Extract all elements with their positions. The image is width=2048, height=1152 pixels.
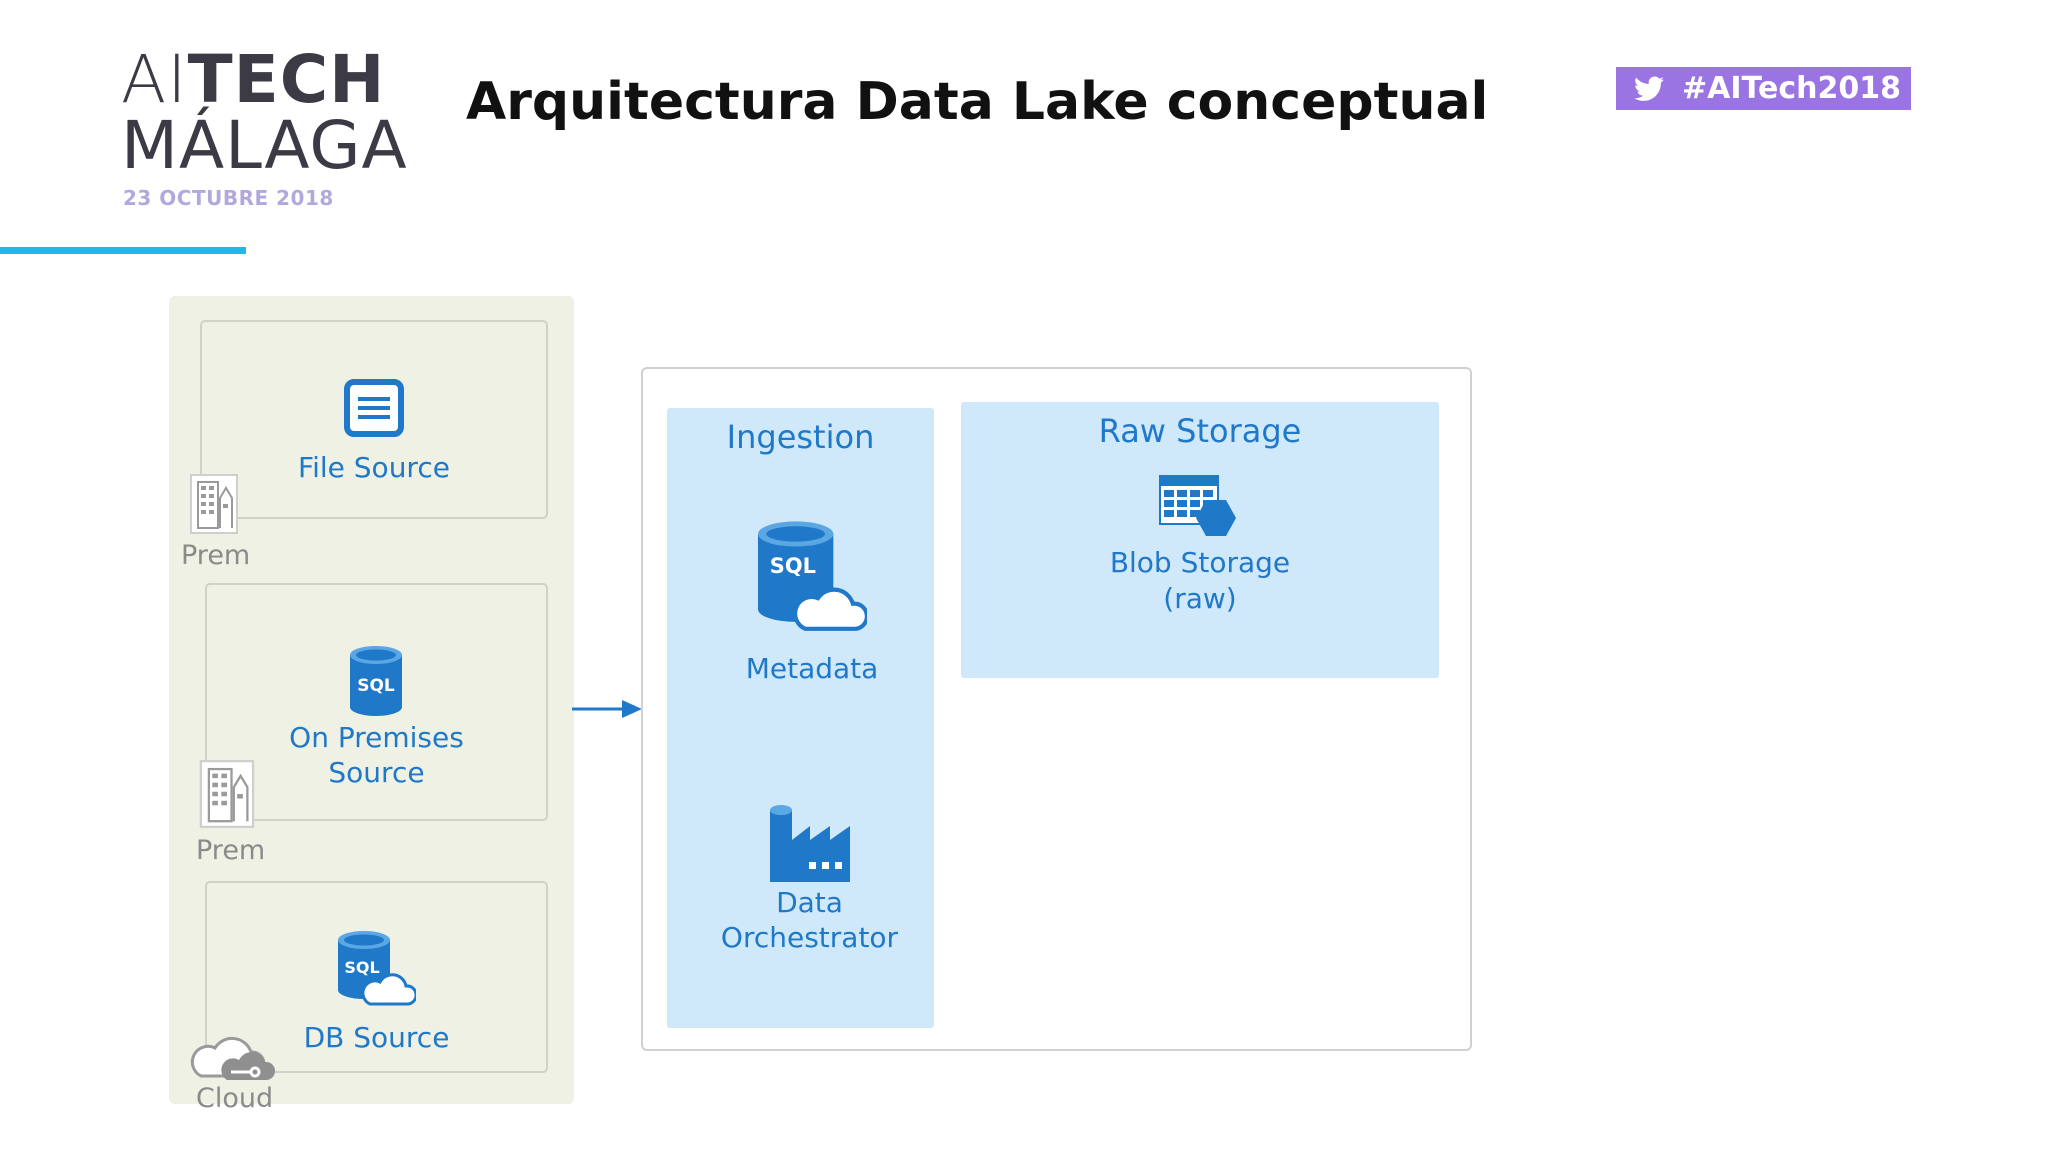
file-source-location: Prem	[181, 540, 251, 571]
db-source-card	[205, 881, 548, 1073]
svg-text:SQL: SQL	[344, 958, 379, 977]
sql-cloud-database-icon: SQL	[757, 521, 867, 631]
raw-storage-title: Raw Storage	[1098, 412, 1302, 450]
on-premises-source-card	[205, 583, 548, 821]
flow-arrow	[572, 700, 642, 718]
blob-storage-icon	[1159, 475, 1236, 536]
data-orchestrator-label-line1: Data	[776, 886, 843, 919]
svg-text:SQL: SQL	[770, 554, 816, 578]
sql-cloud-database-icon: SQL	[338, 931, 416, 1006]
logo-ai: AI	[121, 41, 188, 118]
document-icon	[344, 379, 404, 437]
logo-line1: AITECH	[121, 44, 385, 116]
blob-storage-label-line2: (raw)	[1163, 582, 1237, 615]
building-icon	[199, 760, 255, 828]
metadata-label: Metadata	[745, 652, 879, 685]
logo-date: 23 OCTUBRE 2018	[123, 186, 334, 210]
hashtag-badge: #AITech2018	[1616, 67, 1911, 110]
data-orchestrator-label-line2: Orchestrator	[720, 921, 899, 954]
sql-database-icon: SQL	[350, 646, 402, 716]
blob-storage-label-line1: Blob Storage	[1109, 546, 1291, 579]
ingestion-title: Ingestion	[726, 418, 875, 456]
svg-text:SQL: SQL	[357, 676, 395, 696]
on-premises-source-location: Prem	[196, 835, 266, 866]
file-source-label: File Source	[298, 451, 450, 484]
on-premises-source-label-line1: On Premises	[289, 721, 464, 754]
cloud-icon	[190, 1036, 276, 1080]
accent-line	[0, 247, 246, 254]
building-icon	[190, 474, 238, 534]
slide-title: Arquitectura Data Lake conceptual	[466, 72, 1489, 132]
on-premises-source-label-line2: Source	[328, 756, 425, 789]
db-source-location: Cloud	[196, 1083, 274, 1114]
hashtag-text: #AITech2018	[1682, 71, 1901, 106]
ingestion-panel	[667, 408, 934, 1028]
logo-city: MÁLAGA	[121, 107, 408, 184]
raw-storage-panel	[961, 402, 1439, 678]
file-source-card	[200, 320, 548, 519]
twitter-bird-icon	[1634, 76, 1664, 101]
db-source-label: DB Source	[303, 1021, 450, 1054]
data-factory-icon	[770, 805, 850, 882]
logo-tech: TECH	[187, 41, 386, 118]
